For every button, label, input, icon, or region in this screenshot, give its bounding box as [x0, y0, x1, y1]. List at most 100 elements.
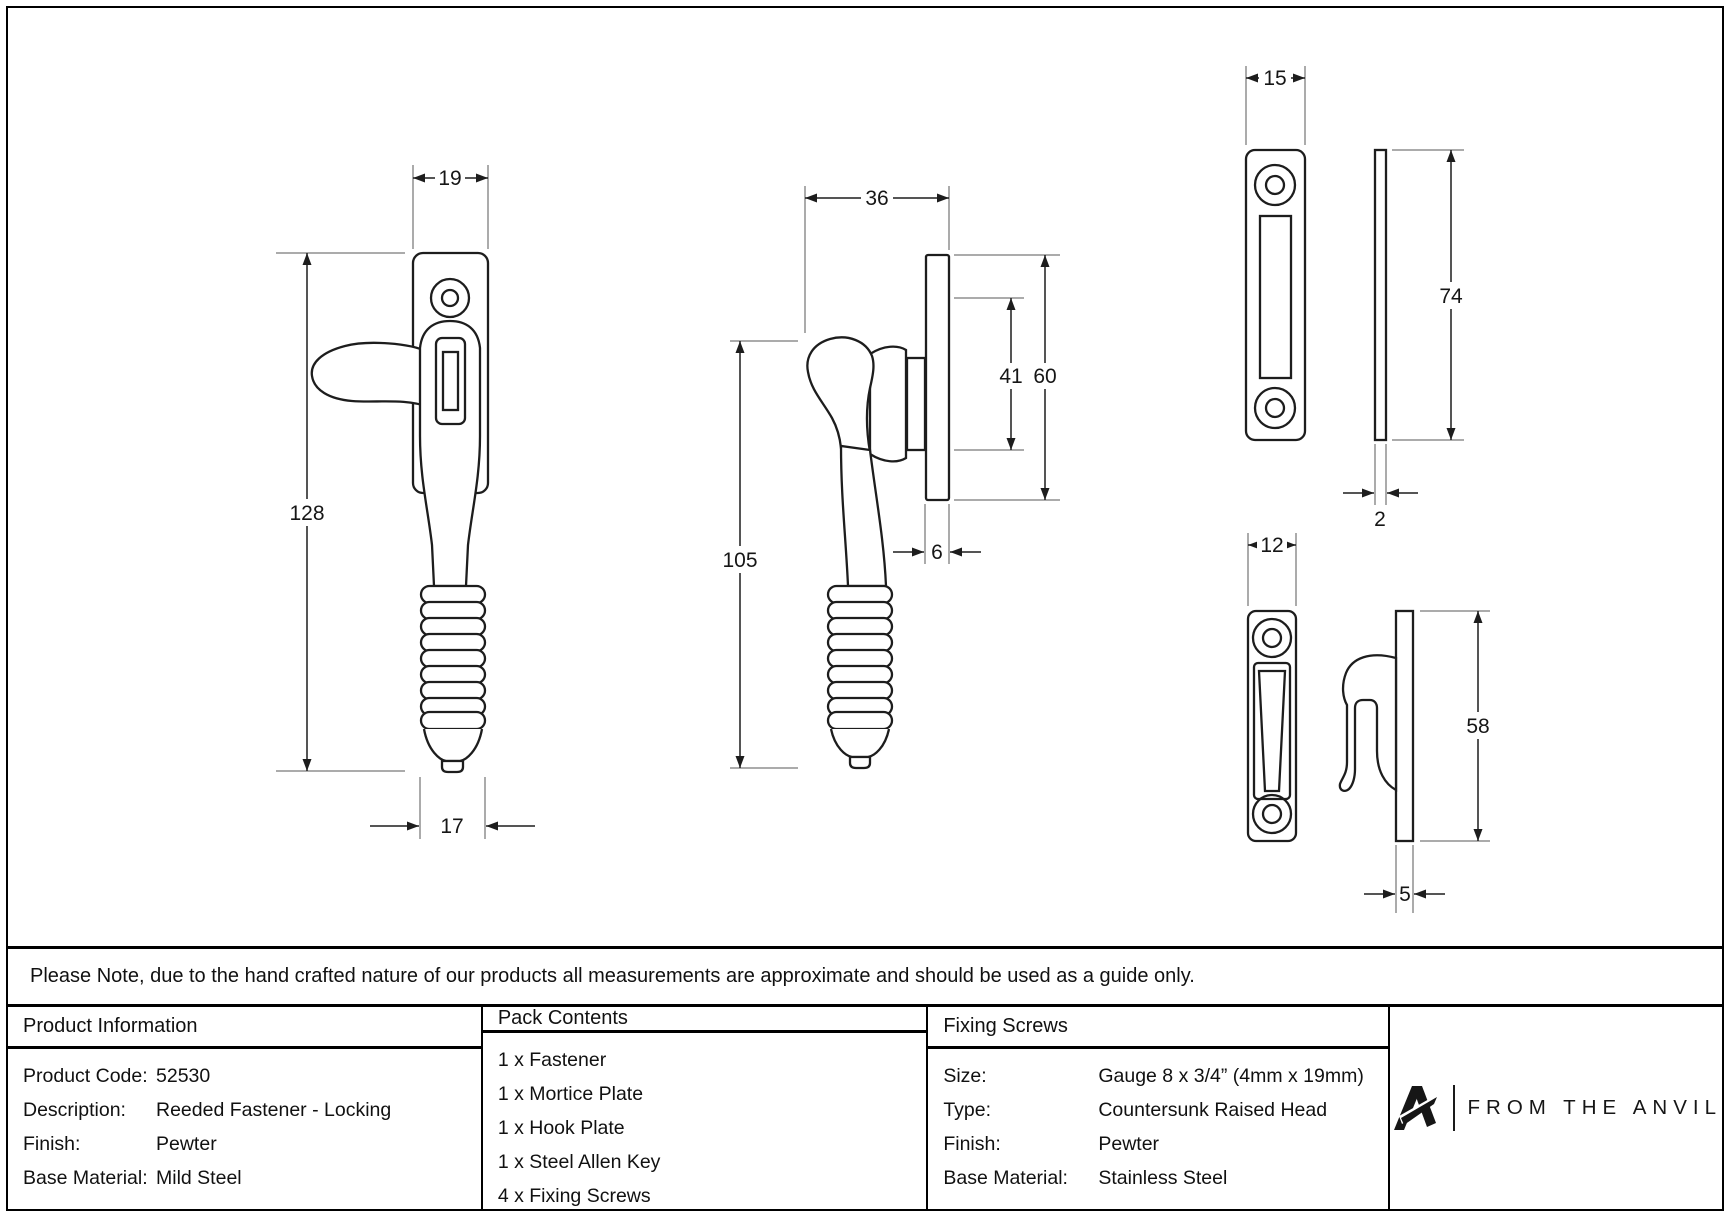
hook-slot-taper	[1257, 669, 1287, 793]
table-row: Type: Countersunk Raised Head	[943, 1097, 1377, 1123]
dim-label-plate-thickness: 6	[931, 541, 943, 564]
fastener-front-screw-outer	[429, 277, 471, 319]
brand-logo: FROM THE ANVIL	[1390, 1083, 1723, 1133]
table-row: Finish: Pewter	[943, 1131, 1377, 1157]
mortice-bottom-screw-inner	[1264, 397, 1286, 419]
hook-bottom-screw-inner	[1261, 803, 1283, 825]
fastener-side-reeded-grip	[826, 584, 894, 731]
list-item: 1 x Steel Allen Key	[497, 1151, 661, 1173]
hook-plate-views	[1246, 609, 1415, 843]
row-label: Base Material:	[23, 1167, 148, 1189]
mortice-bottom-screw-outer	[1253, 386, 1297, 430]
fastener-side-boss-cup	[868, 345, 908, 463]
fastener-side-view	[806, 253, 951, 770]
row-label: Finish:	[943, 1133, 1001, 1155]
row-label: Type:	[943, 1099, 992, 1121]
mortice-top-screw-inner	[1264, 174, 1286, 196]
table-row: Base Material: Stainless Steel	[943, 1165, 1377, 1191]
pack-contents-body: 1 x Fastener 1 x Mortice Plate 1 x Hook …	[483, 1033, 927, 1217]
row-value: Reeded Fastener - Locking	[156, 1099, 392, 1121]
measurement-note-text: Please Note, due to the hand crafted nat…	[30, 965, 1195, 987]
fastener-front-cone-tip	[422, 728, 484, 763]
dim-label-plate-hole-span: 41	[999, 365, 1022, 388]
dim-label-plate-height: 60	[1033, 365, 1056, 388]
hook-plate-side	[1394, 609, 1415, 843]
pack-contents-header: Pack Contents	[482, 1007, 927, 1033]
fastener-front-tip-nub	[440, 759, 465, 774]
dim-label-grip-width: 17	[440, 815, 463, 838]
dim-label-plate-width: 19	[438, 167, 461, 190]
fastener-front-reeded-grip	[419, 584, 487, 731]
measurement-note-bar: Please Note, due to the hand crafted nat…	[8, 946, 1722, 1004]
list-item: 1 x Fastener	[497, 1049, 607, 1071]
row-value: Stainless Steel	[1098, 1167, 1228, 1189]
fastener-front-dimensions: 19 128 17	[276, 165, 535, 839]
fastener-side-tip-nub	[848, 755, 872, 770]
anvil-logo-icon	[1393, 1086, 1438, 1130]
table-row: Description: Reeded Fastener - Locking	[23, 1097, 471, 1123]
mortice-slot	[1258, 214, 1293, 380]
row-label: Base Material:	[943, 1167, 1068, 1189]
hook-plate-dimensions: 12 58 5	[1247, 533, 1496, 913]
fastener-front-lever	[310, 341, 430, 409]
list-item: 4 x Fixing Screws	[497, 1185, 651, 1207]
fastener-front-view	[310, 251, 490, 774]
table-row: Product Code: 52530	[23, 1063, 471, 1089]
brand-name: FROM THE ANVIL	[1467, 1096, 1722, 1119]
fastener-side-knob	[806, 336, 875, 454]
product-information-body: Product Code: 52530 Description: Reeded …	[8, 1049, 481, 1209]
list-item: 1 x Mortice Plate	[497, 1083, 644, 1105]
table-row: Size: Gauge 8 x 3/4” (4mm x 19mm)	[943, 1063, 1377, 1089]
row-label: Finish:	[23, 1133, 81, 1155]
fastener-front-screw-inner	[440, 288, 460, 308]
brand-logo-cell: FROM THE ANVIL	[1390, 1007, 1723, 1209]
list-item: 1 x Hook Plate	[497, 1117, 625, 1139]
fastener-side-stem	[839, 444, 888, 588]
hook-top-screw-inner	[1261, 627, 1283, 649]
table-row: Base Material: Mild Steel	[23, 1165, 471, 1191]
dim-label-hook-height: 58	[1466, 715, 1489, 738]
row-label: Product Code:	[23, 1065, 148, 1087]
row-value: Pewter	[1098, 1133, 1160, 1155]
hook-top-screw-outer	[1251, 617, 1293, 659]
dim-label-mortice-thickness: 2	[1374, 508, 1386, 531]
product-information-column: Product Information Product Code: 52530 …	[8, 1007, 483, 1209]
mortice-plate-dimensions: 15 74 2	[1245, 66, 1469, 531]
mortice-plate-front	[1244, 148, 1307, 442]
hook-plate-front	[1246, 609, 1298, 843]
fixing-screws-header: Fixing Screws	[928, 1007, 1388, 1049]
dim-label-depth: 36	[865, 187, 888, 210]
dim-label-hook-thickness: 5	[1399, 883, 1411, 906]
fastener-side-backplate	[924, 253, 951, 502]
mortice-plate-views	[1244, 148, 1388, 442]
spec-table: Product Information Product Code: 52530 …	[8, 1004, 1722, 1209]
dim-label-mortice-width: 15	[1263, 67, 1286, 90]
hook-bottom-screw-outer	[1251, 793, 1293, 835]
fastener-side-boss-cylinder	[905, 356, 927, 452]
table-row: Finish: Pewter	[23, 1131, 471, 1157]
dim-label-mortice-height: 74	[1439, 285, 1463, 308]
fixing-screws-body: Size: Gauge 8 x 3/4” (4mm x 19mm) Type: …	[928, 1049, 1387, 1209]
row-value: Gauge 8 x 3/4” (4mm x 19mm)	[1098, 1065, 1364, 1087]
technical-drawing-canvas: 19 128 17	[276, 66, 1496, 913]
pack-contents-column: Pack Contents 1 x Fastener 1 x Mortice P…	[482, 1007, 929, 1209]
row-label: Description:	[23, 1099, 126, 1121]
fastener-front-key-screw	[441, 350, 460, 412]
dim-label-hook-width: 12	[1260, 534, 1283, 557]
mortice-top-screw-outer	[1253, 163, 1297, 207]
row-value: 52530	[156, 1065, 211, 1087]
dim-label-handle-length: 105	[722, 549, 757, 572]
product-information-header: Product Information	[8, 1007, 481, 1049]
fastener-side-dimensions: 36 105 41 60 6	[718, 186, 1061, 769]
hook-profile	[1338, 654, 1398, 792]
hook-slot-outer	[1252, 661, 1292, 801]
logo-divider	[1452, 1085, 1455, 1131]
mortice-plate-side	[1373, 148, 1388, 442]
row-value: Pewter	[156, 1133, 217, 1155]
dim-label-length: 128	[289, 502, 324, 525]
fastener-side-cone-tip	[829, 728, 891, 759]
row-label: Size:	[943, 1065, 987, 1087]
page-border	[6, 6, 1724, 1211]
row-value: Mild Steel	[156, 1167, 242, 1189]
